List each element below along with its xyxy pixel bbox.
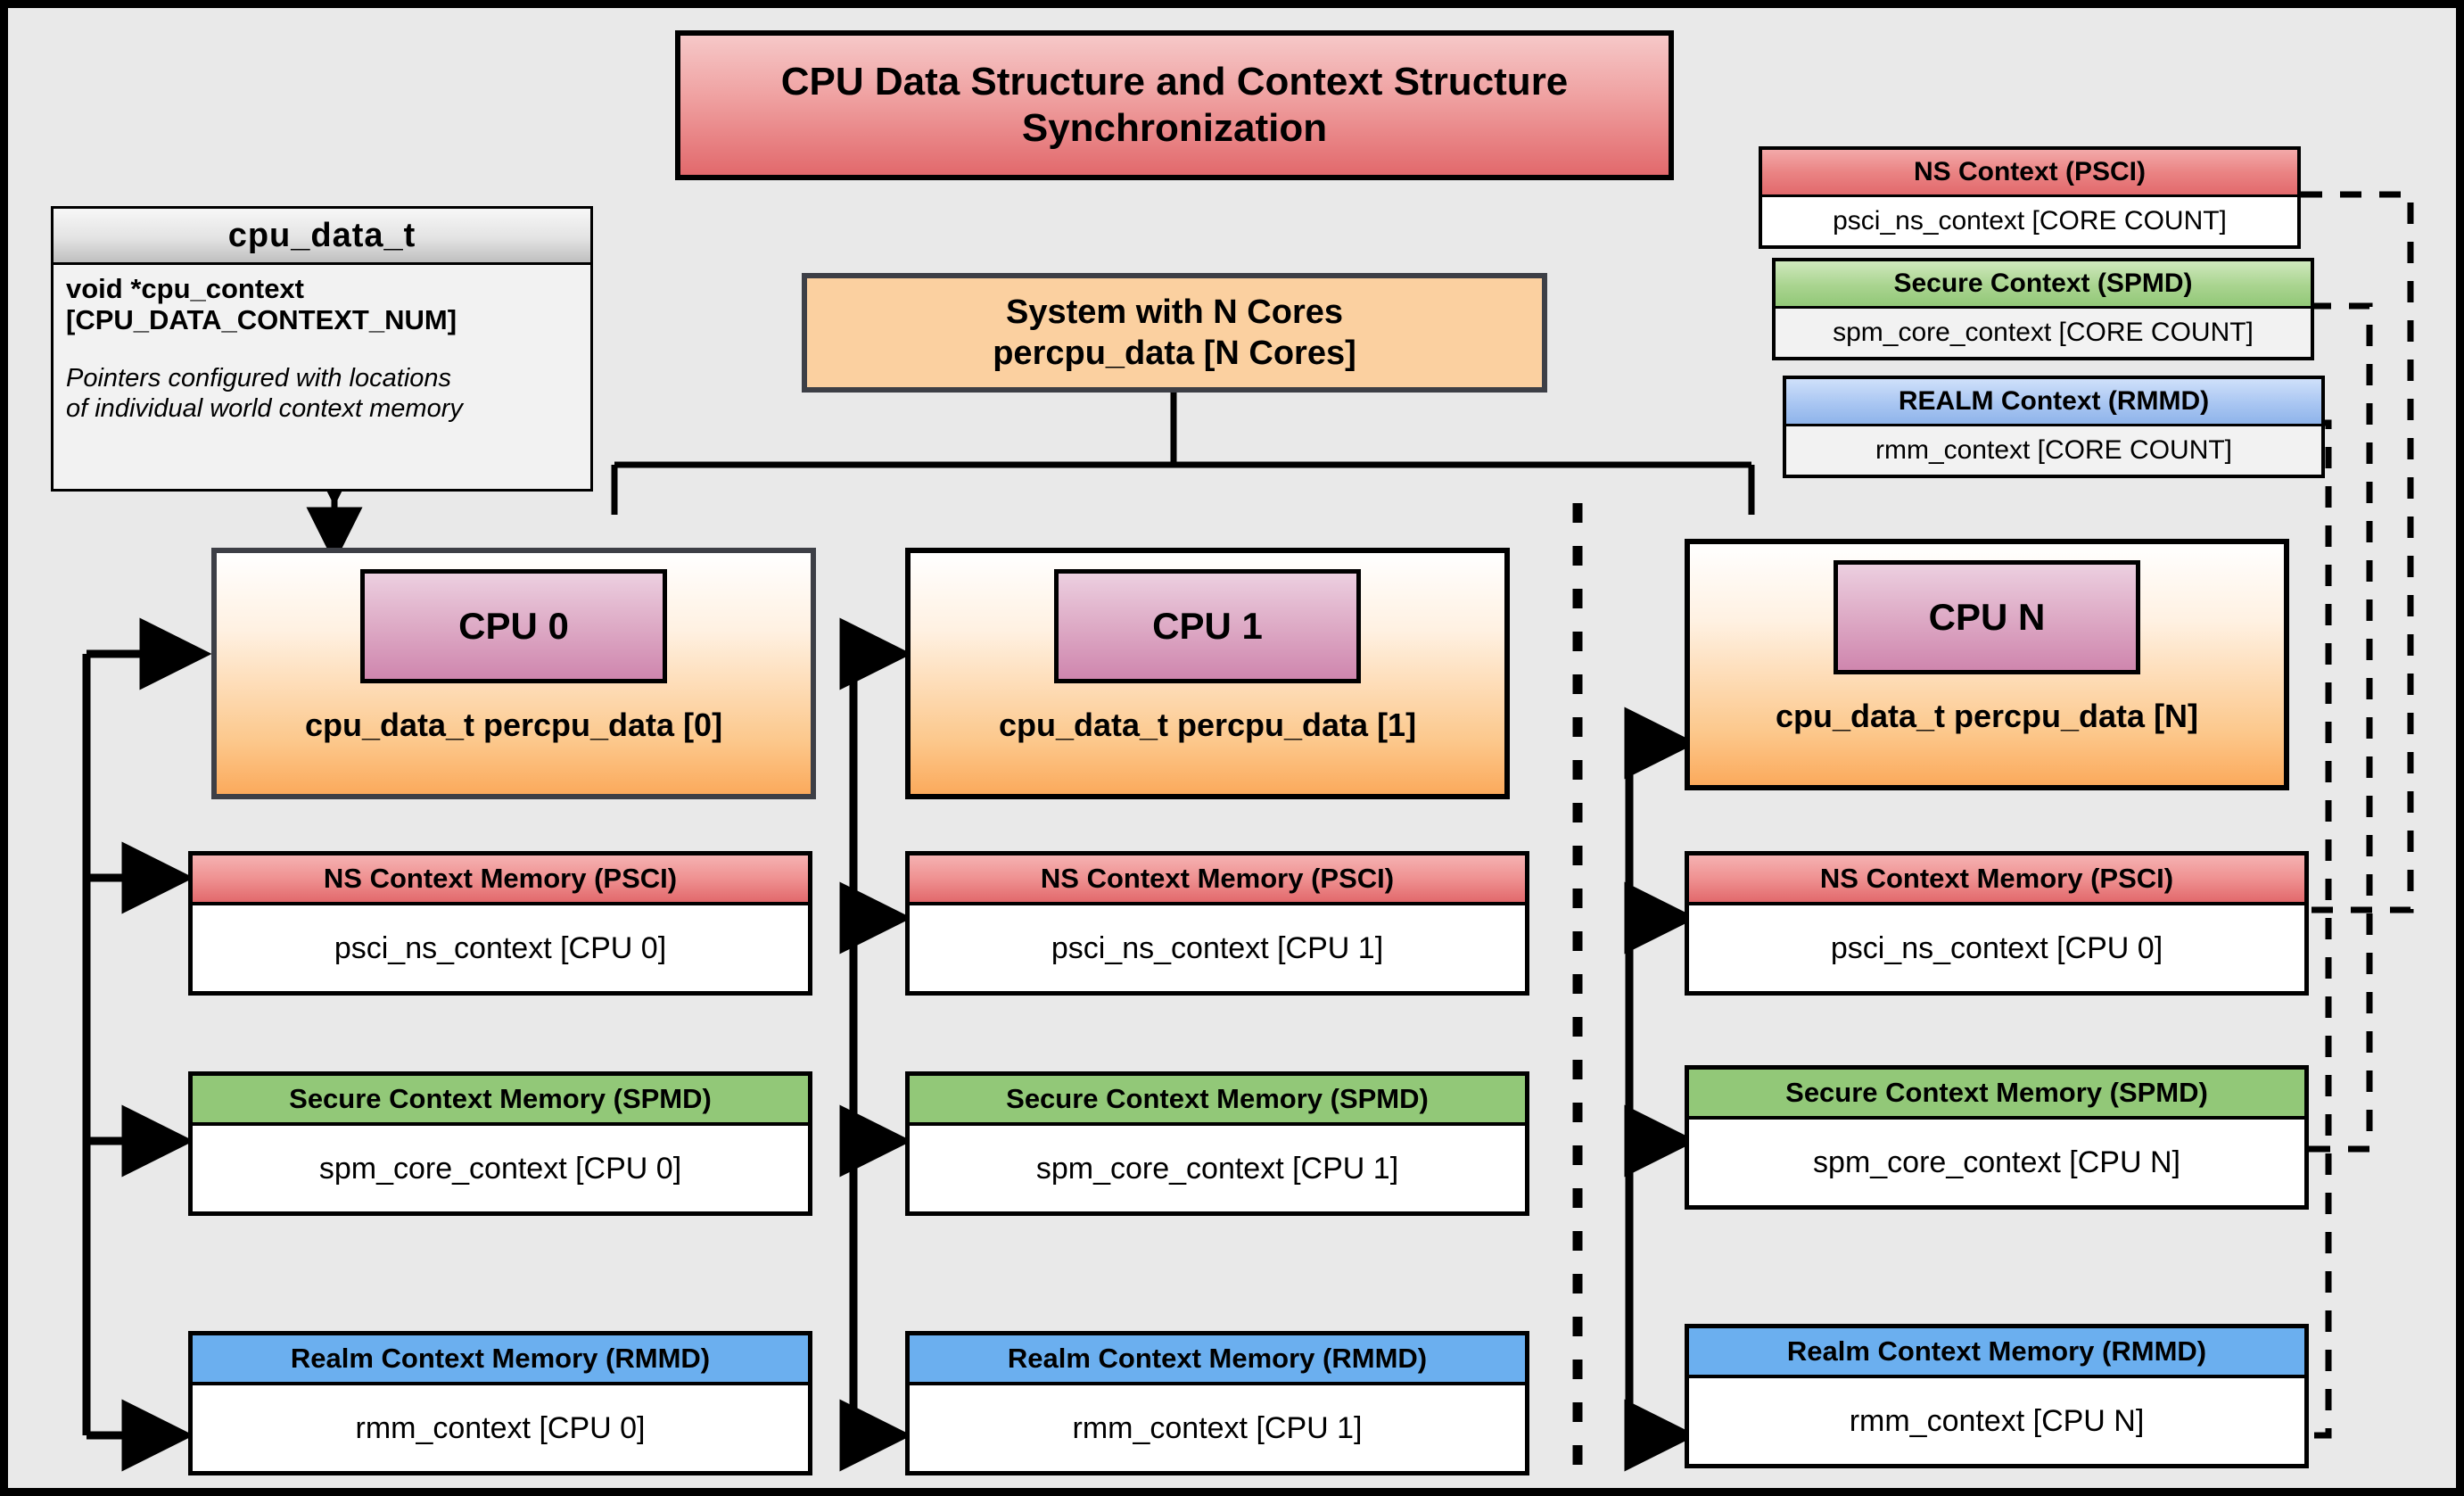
memory-header-cpu1-realm: Realm Context Memory (RMMD) [910, 1335, 1525, 1385]
cpu0-pointer-bus [82, 617, 212, 1472]
memory-value-cpu0-realm: rmm_context [CPU 0] [193, 1385, 808, 1471]
title-line-1: CPU Data Structure and Context Structure [780, 60, 1569, 104]
cpu-box-n: CPU N cpu_data_t percpu_data [N] [1685, 539, 2289, 790]
memory-header-cpu0-realm: Realm Context Memory (RMMD) [193, 1335, 808, 1385]
memory-header-cpun-ns: NS Context Memory (PSCI) [1689, 855, 2304, 905]
cpu-box-1: CPU 1 cpu_data_t percpu_data [1] [905, 548, 1510, 799]
cpu-chip-1: CPU 1 [1054, 569, 1361, 683]
cpu-chip-0: CPU 0 [360, 569, 667, 683]
cpu-box-0: CPU 0 cpu_data_t percpu_data [0] [211, 548, 816, 799]
cpu-data-t-note-line-2: of individual world context memory [66, 394, 463, 424]
memory-header-cpu1-ns: NS Context Memory (PSCI) [910, 855, 1525, 905]
memory-box-cpun-secure: Secure Context Memory (SPMD) spm_core_co… [1685, 1065, 2309, 1210]
memory-box-cpu1-ns: NS Context Memory (PSCI) psci_ns_context… [905, 851, 1529, 996]
diagram-title: CPU Data Structure and Context Structure… [675, 30, 1674, 180]
cpu-data-t-field-line-1: void *cpu_context [66, 273, 304, 304]
memory-value-cpu0-secure: spm_core_context [CPU 0] [193, 1126, 808, 1211]
memory-header-cpu1-secure: Secure Context Memory (SPMD) [910, 1076, 1525, 1126]
global-context-realm: REALM Context (RMMD) rmm_context [CORE C… [1783, 376, 2325, 478]
cpun-pointer-bus [1624, 707, 1697, 1472]
memory-box-cpun-ns: NS Context Memory (PSCI) psci_ns_context… [1685, 851, 2309, 996]
memory-value-cpu0-ns: psci_ns_context [CPU 0] [193, 905, 808, 991]
memory-value-cpu1-ns: psci_ns_context [CPU 1] [910, 905, 1525, 991]
global-context-realm-header: REALM Context (RMMD) [1786, 379, 2321, 426]
memory-header-cpu0-ns: NS Context Memory (PSCI) [193, 855, 808, 905]
memory-box-cpu1-secure: Secure Context Memory (SPMD) spm_core_co… [905, 1071, 1529, 1216]
global-context-realm-value: rmm_context [CORE COUNT] [1875, 435, 2233, 465]
memory-value-cpu1-realm: rmm_context [CPU 1] [910, 1385, 1525, 1471]
memory-header-cpun-realm: Realm Context Memory (RMMD) [1689, 1328, 2304, 1378]
memory-header-cpu0-secure: Secure Context Memory (SPMD) [193, 1076, 808, 1126]
system-line-1: System with N Cores [1006, 293, 1343, 331]
cpu-label-1: cpu_data_t percpu_data [1] [998, 707, 1417, 743]
memory-value-cpu1-secure: spm_core_context [CPU 1] [910, 1126, 1525, 1211]
memory-value-cpun-secure: spm_core_context [CPU N] [1689, 1120, 2304, 1205]
cpu1-pointer-bus [839, 617, 912, 1472]
memory-value-cpun-ns: psci_ns_context [CPU 0] [1689, 905, 2304, 991]
memory-box-cpu1-realm: Realm Context Memory (RMMD) rmm_context … [905, 1331, 1529, 1475]
cpu-data-t-header: cpu_data_t [54, 209, 590, 265]
global-context-ns: NS Context (PSCI) psci_ns_context [CORE … [1759, 146, 2301, 249]
system-line-2: percpu_data [N Cores] [993, 335, 1356, 372]
cpu-data-t-note: Pointers configured with locations of in… [66, 363, 578, 426]
global-context-secure-value: spm_core_context [CORE COUNT] [1833, 318, 2254, 347]
memory-header-cpun-secure: Secure Context Memory (SPMD) [1689, 1070, 2304, 1120]
global-context-ns-value: psci_ns_context [CORE COUNT] [1762, 197, 2297, 245]
memory-box-cpu0-ns: NS Context Memory (PSCI) psci_ns_context… [188, 851, 812, 996]
memory-box-cpu0-realm: Realm Context Memory (RMMD) rmm_context … [188, 1331, 812, 1475]
cpu-data-t-body: void *cpu_context [CPU_DATA_CONTEXT_NUM]… [54, 262, 590, 489]
cpu-chip-n: CPU N [1834, 560, 2140, 674]
global-context-secure-header: Secure Context (SPMD) [1776, 261, 2311, 309]
cpu-data-t-note-line-1: Pointers configured with locations [66, 363, 452, 393]
cpu-data-t-field: void *cpu_context [CPU_DATA_CONTEXT_NUM] [66, 273, 578, 336]
global-context-secure: Secure Context (SPMD) spm_core_context [… [1772, 258, 2314, 360]
memory-value-cpun-realm: rmm_context [CPU N] [1689, 1378, 2304, 1464]
memory-box-cpu0-secure: Secure Context Memory (SPMD) spm_core_co… [188, 1071, 812, 1216]
system-n-cores-box: System with N Cores percpu_data [N Cores… [802, 273, 1547, 393]
cpu-label-0: cpu_data_t percpu_data [0] [304, 707, 723, 743]
global-context-ns-header: NS Context (PSCI) [1762, 150, 2297, 197]
system-tree-connector [611, 393, 1755, 515]
memory-box-cpun-realm: Realm Context Memory (RMMD) rmm_context … [1685, 1324, 2309, 1468]
cpu-label-n: cpu_data_t percpu_data [N] [1775, 698, 2199, 734]
cpu-data-t-field-line-2: [CPU_DATA_CONTEXT_NUM] [66, 304, 457, 336]
cpu-data-t-struct-box: cpu_data_t void *cpu_context [CPU_DATA_C… [51, 206, 593, 492]
title-line-2: Synchronization [1021, 106, 1328, 150]
